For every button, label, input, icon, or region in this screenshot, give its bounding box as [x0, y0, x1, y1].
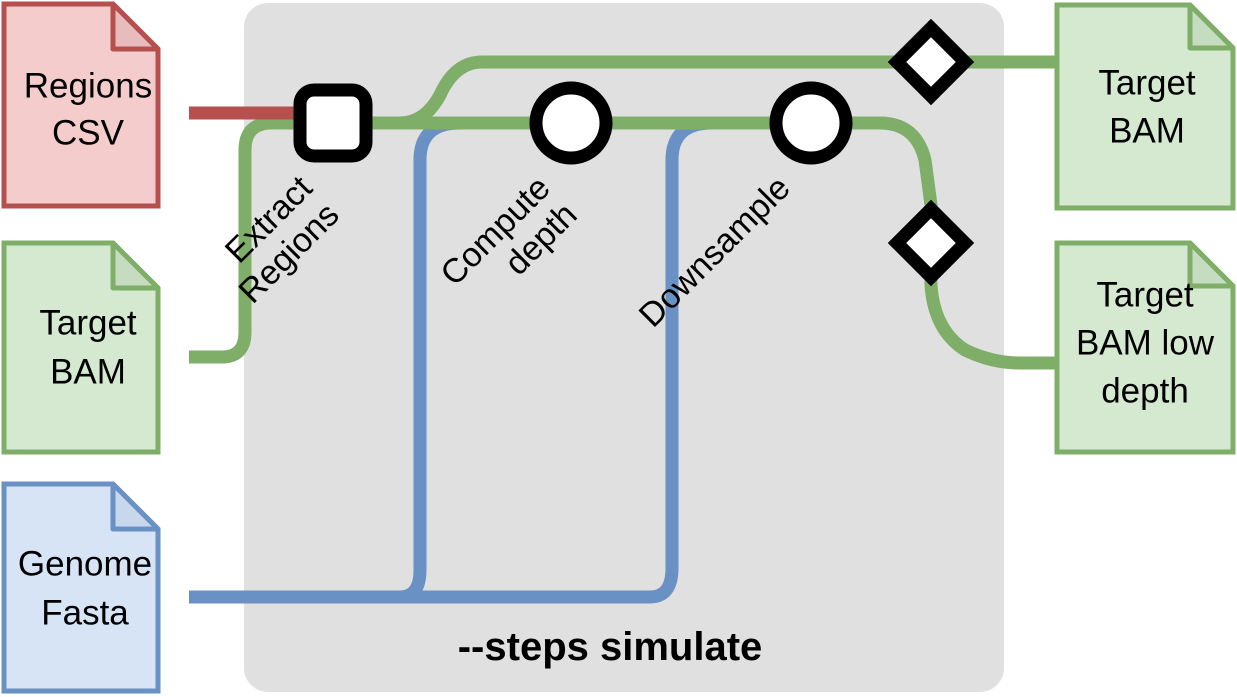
edge-downsample-to-marker-low-depth: [811, 116, 1055, 370]
circle-icon: [769, 81, 853, 165]
target-bam-low-depth-label-line-2: BAM low: [1076, 323, 1215, 362]
diamond-icon: [887, 18, 975, 106]
genome-fasta-body: [1, 481, 161, 694]
target-bam-input-label-line-2: BAM: [50, 352, 126, 391]
diamond-icon: [887, 199, 975, 287]
edge-extract-to-marker-bam: [370, 55, 1055, 130]
genome-fasta-label-line-1: Genome: [18, 544, 152, 583]
regions-csv-body: [1, 1, 161, 209]
output-marker-bam[interactable]: [887, 18, 975, 106]
node-regions-csv[interactable]: Regions CSV: [1, 1, 161, 209]
target-bam-low-depth-label-line-1: Target: [1096, 275, 1194, 314]
circle-icon: [529, 81, 613, 165]
target-bam-low-depth-fold: [1187, 240, 1236, 289]
node-target-bam-output[interactable]: Target BAM: [1054, 2, 1236, 211]
target-bam-output-fold: [1187, 2, 1236, 51]
target-bam-input-label-line-1: Target: [39, 303, 137, 342]
target-bam-input-fold: [110, 240, 161, 291]
regions-csv-label-line-1: Regions: [24, 66, 152, 105]
target-bam-low-depth-label-line-3: depth: [1101, 371, 1189, 410]
target-bam-output-label-line-2: BAM: [1109, 111, 1185, 150]
regions-csv-fold: [110, 1, 161, 52]
edge-target-bam-to-extract: [189, 116, 333, 364]
genome-fasta-label-line-2: Fasta: [41, 593, 129, 632]
steps-panel: [244, 3, 1004, 692]
square-icon: [293, 83, 373, 163]
genome-fasta-fold: [110, 481, 161, 532]
regions-csv-label-line-2: CSV: [52, 113, 125, 152]
output-marker-bam-low-depth[interactable]: [887, 199, 975, 287]
target-bam-output-label-line-1: Target: [1098, 63, 1196, 102]
node-target-bam-low-depth[interactable]: Target BAM low depth: [1054, 240, 1236, 455]
node-target-bam-input[interactable]: Target BAM: [1, 240, 161, 455]
node-genome-fasta[interactable]: Genome Fasta: [1, 481, 161, 694]
panel-label: --steps simulate: [458, 625, 763, 669]
target-bam-input-body: [1, 240, 161, 455]
target-bam-output-body: [1054, 2, 1236, 211]
target-bam-low-depth-body: [1054, 240, 1236, 455]
